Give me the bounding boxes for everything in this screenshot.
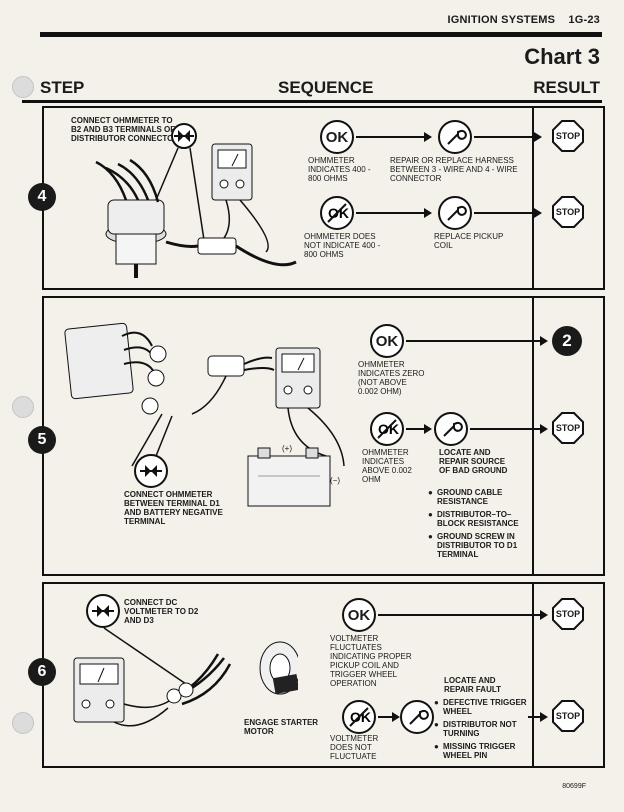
page-number: 1G-23 bbox=[568, 14, 600, 26]
ok-icon: OK bbox=[370, 324, 404, 358]
arrow bbox=[474, 208, 542, 218]
ok-icon: OK bbox=[320, 120, 354, 154]
arrow bbox=[378, 712, 400, 722]
step-4-ok-action: REPAIR OR REPLACE HARNESS BETWEEN 3 - WI… bbox=[390, 156, 518, 183]
list-item: DEFECTIVE TRIGGER WHEEL bbox=[434, 698, 534, 716]
result-divider bbox=[532, 108, 534, 288]
step-6-cause-list: DEFECTIVE TRIGGER WHEEL DISTRIBUTOR NOT … bbox=[434, 698, 534, 764]
step-4-ok-text: OHMMETER INDICATES 400 - 800 OHMS bbox=[308, 156, 371, 183]
step-5-instruction: CONNECT OHMMETER BETWEEN TERMINAL D1 AND… bbox=[124, 490, 223, 526]
wrench-icon bbox=[438, 196, 472, 230]
arrow bbox=[528, 712, 548, 722]
not-ok-icon: OK bbox=[320, 196, 354, 230]
column-result: RESULT bbox=[533, 78, 600, 97]
distributor-ohmmeter-illustration bbox=[95, 123, 297, 278]
step-4-instruction: CONNECT OHMMETER TO B2 AND B3 TERMINALS … bbox=[71, 116, 180, 143]
voltmeter-symbol-icon bbox=[86, 594, 120, 628]
list-item: DISTRIBUTOR NOT TURNING bbox=[434, 720, 534, 738]
not-ok-icon: OK bbox=[370, 412, 404, 446]
arrow bbox=[406, 424, 432, 434]
stop-icon: STOP bbox=[552, 196, 584, 228]
plus-label: (+) bbox=[282, 444, 292, 453]
step-4-badge: 4 bbox=[28, 183, 56, 211]
arrow bbox=[406, 336, 548, 346]
result-divider bbox=[532, 584, 534, 766]
list-item: GROUND CABLE RESISTANCE bbox=[428, 488, 528, 506]
header-rule bbox=[40, 32, 602, 37]
wrench-icon bbox=[434, 412, 468, 446]
binder-hole bbox=[12, 712, 34, 734]
wrench-icon bbox=[400, 700, 434, 734]
step-5-panel: (+) (−) 5 CONNECT OHMMETER BETWEEN TERMI… bbox=[28, 296, 605, 576]
list-item: GROUND SCREW IN DISTRIBUTOR TO D1 TERMIN… bbox=[428, 532, 528, 559]
step-5-badge: 5 bbox=[28, 426, 56, 454]
page-header: IGNITION SYSTEMS 1G-23 bbox=[437, 14, 600, 26]
module-battery-ohmmeter-illustration bbox=[64, 322, 345, 507]
step-4-panel: CONNECT OHMMETER TO B2 AND B3 TERMINALS … bbox=[28, 106, 605, 290]
not-ok-icon: OK bbox=[342, 700, 376, 734]
column-rule bbox=[22, 100, 602, 103]
step-5-ok-text: OHMMETER INDICATES ZERO (NOT ABOVE 0.002… bbox=[358, 360, 425, 396]
arrow bbox=[356, 132, 432, 142]
list-item: DISTRIBUTOR–TO–BLOCK RESISTANCE bbox=[428, 510, 528, 528]
engage-starter-text: ENGAGE STARTER MOTOR bbox=[244, 718, 319, 736]
voltmeter-starter-illustration bbox=[73, 627, 298, 727]
column-step: STEP bbox=[40, 78, 85, 97]
stop-icon: STOP bbox=[552, 700, 584, 732]
minus-label: (−) bbox=[330, 476, 340, 485]
step-4-not-ok-text: OHMMETER DOES NOT INDICATE 400 - 800 OHM… bbox=[304, 232, 381, 259]
stop-icon: STOP bbox=[552, 598, 584, 630]
wrench-icon bbox=[438, 120, 472, 154]
binder-hole bbox=[12, 396, 34, 418]
ohmmeter-symbol-icon bbox=[134, 454, 168, 488]
step-6-not-ok-action: LOCATE AND REPAIR FAULT bbox=[444, 676, 502, 694]
arrow bbox=[474, 132, 542, 142]
ok-icon: OK bbox=[342, 598, 376, 632]
arrow bbox=[378, 610, 548, 620]
step-6-not-ok-text: VOLTMETER DOES NOT FLUCTUATE bbox=[330, 734, 379, 761]
result-divider bbox=[532, 298, 534, 574]
step-4-not-ok-action: REPLACE PICKUP COIL bbox=[434, 232, 504, 250]
step-5-cause-list: GROUND CABLE RESISTANCE DISTRIBUTOR–TO–B… bbox=[428, 488, 528, 563]
step-6-panel: CONNECT DC VOLTMETER TO D2 AND D3 6 ENGA… bbox=[28, 582, 605, 768]
step-5-not-ok-action: LOCATE AND REPAIR SOURCE OF BAD GROUND bbox=[439, 448, 508, 475]
stop-icon: STOP bbox=[552, 412, 584, 444]
arrow bbox=[470, 424, 548, 434]
step-5-not-ok-text: OHMMETER INDICATES ABOVE 0.002 OHM bbox=[362, 448, 412, 484]
chart-title: Chart 3 bbox=[524, 44, 600, 69]
arrow bbox=[356, 208, 432, 218]
list-item: MISSING TRIGGER WHEEL PIN bbox=[434, 742, 534, 760]
figure-code: 80699F bbox=[562, 783, 586, 790]
column-sequence: SEQUENCE bbox=[278, 78, 374, 97]
stop-icon: STOP bbox=[552, 120, 584, 152]
step-6-instruction: CONNECT DC VOLTMETER TO D2 AND D3 bbox=[124, 598, 199, 625]
section-title: IGNITION SYSTEMS bbox=[447, 14, 556, 26]
step-6-badge: 6 bbox=[28, 658, 56, 686]
binder-hole bbox=[12, 76, 34, 98]
go-to-step-2-badge: 2 bbox=[552, 326, 582, 356]
step-6-ok-text: VOLTMETER FLUCTUATES INDICATING PROPER P… bbox=[330, 634, 412, 688]
